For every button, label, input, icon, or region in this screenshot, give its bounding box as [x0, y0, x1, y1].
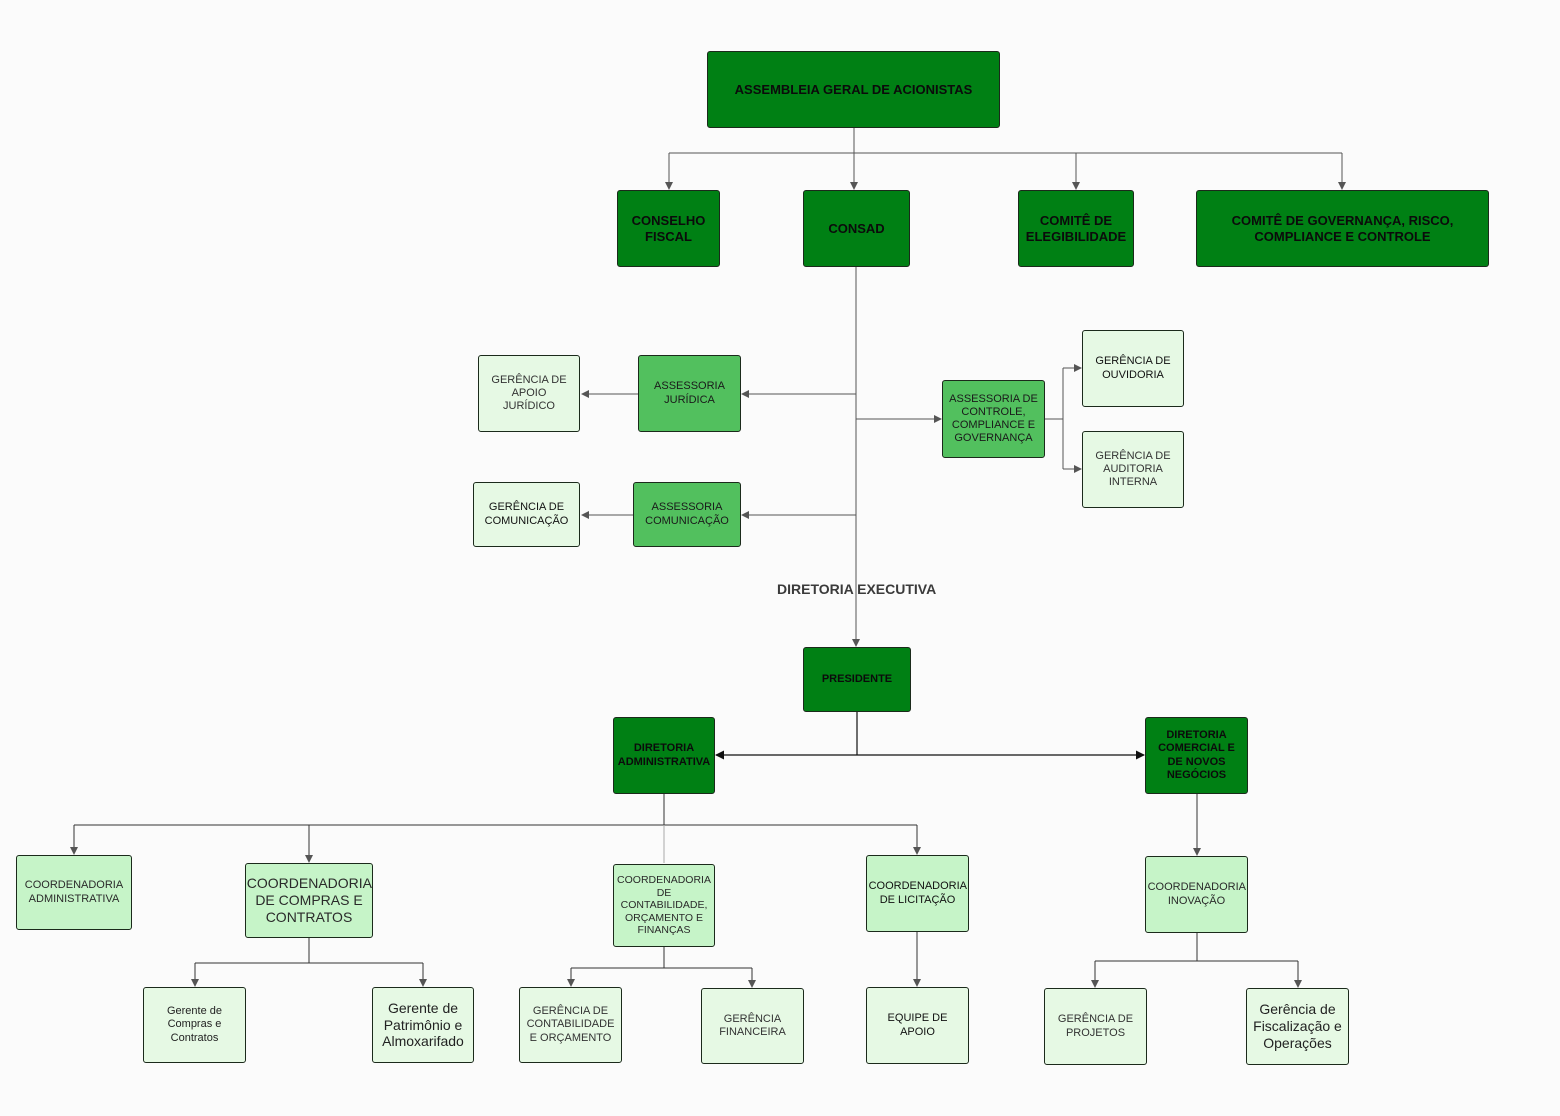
node-label: PRESIDENTE	[821, 672, 893, 685]
node-label: COMITÊ DE GOVERNANÇA, RISCO, COMPLIANCE …	[1231, 212, 1454, 244]
node-assessoria-comunicacao[interactable]: ASSESSORIA COMUNICAÇÃO	[633, 482, 741, 547]
node-coord-administrativa[interactable]: COORDENADORIA ADMINISTRATIVA	[16, 855, 132, 930]
node-label: COORDENADORIA ADMINISTRATIVA	[24, 879, 124, 905]
node-label: GERÊNCIA DE APOIO JURÍDICO	[491, 373, 567, 413]
node-label: GERÊNCIA DE CONTABILIDADE E ORÇAMENTO	[526, 1005, 615, 1044]
node-conselho-fiscal[interactable]: CONSELHO FISCAL	[617, 190, 720, 267]
node-gerencia-fiscalizacao[interactable]: Gerência de Fiscalização e Operações	[1246, 988, 1349, 1065]
node-gerente-patrimonio[interactable]: Gerente de Patrimônio e Almoxarifado	[372, 987, 474, 1063]
node-presidente[interactable]: PRESIDENTE	[803, 647, 911, 712]
node-gerencia-comunicacao[interactable]: GERÊNCIA DE COMUNICAÇÃO	[473, 482, 580, 547]
node-equipe-apoio[interactable]: EQUIPE DE APOIO	[866, 987, 969, 1064]
node-diretoria-administrativa[interactable]: DIRETORIA ADMINISTRATIVA	[613, 717, 715, 794]
node-comite-elegibilidade[interactable]: COMITÊ DE ELEGIBILIDADE	[1018, 190, 1134, 267]
node-gerencia-contabilidade[interactable]: GERÊNCIA DE CONTABILIDADE E ORÇAMENTO	[519, 987, 622, 1063]
node-assembleia[interactable]: ASSEMBLEIA GERAL DE ACIONISTAS	[707, 51, 1000, 128]
node-label: COORDENADORIA DE CONTABILIDADE, ORÇAMENT…	[617, 874, 711, 937]
node-coord-contabilidade[interactable]: COORDENADORIA DE CONTABILIDADE, ORÇAMENT…	[613, 864, 715, 947]
node-label: Gerente de Compras e Contratos	[166, 1005, 223, 1044]
node-gerencia-projetos[interactable]: GERÊNCIA DE PROJETOS	[1044, 988, 1147, 1065]
node-label: EQUIPE DE APOIO	[887, 1012, 948, 1038]
diretoria-executiva-label: DIRETORIA EXECUTIVA	[777, 581, 937, 597]
node-label: GERÊNCIA DE AUDITORIA INTERNA	[1095, 449, 1171, 489]
node-label: ASSEMBLEIA GERAL DE ACIONISTAS	[734, 81, 973, 97]
node-label: Gerente de Patrimônio e Almoxarifado	[382, 999, 464, 1050]
node-label: COORDENADORIA INOVAÇÃO	[1147, 881, 1247, 907]
node-label: COORDENADORIA DE LICITAÇÃO	[868, 880, 968, 906]
node-label: COORDENADORIA DE COMPRAS E CONTRATOS	[246, 875, 372, 925]
node-coord-licitacao[interactable]: COORDENADORIA DE LICITAÇÃO	[866, 855, 969, 932]
node-coord-inovacao[interactable]: COORDENADORIA INOVAÇÃO	[1145, 856, 1248, 933]
node-label: ASSESSORIA DE CONTROLE, COMPLIANCE E GOV…	[949, 392, 1038, 445]
node-coord-compras[interactable]: COORDENADORIA DE COMPRAS E CONTRATOS	[245, 863, 373, 938]
node-diretoria-comercial[interactable]: DIRETORIA COMERCIAL E DE NOVOS NEGÓCIOS	[1145, 717, 1248, 794]
node-gerencia-auditoria[interactable]: GERÊNCIA DE AUDITORIA INTERNA	[1082, 431, 1184, 508]
node-comite-governanca[interactable]: COMITÊ DE GOVERNANÇA, RISCO, COMPLIANCE …	[1196, 190, 1489, 267]
node-gerencia-financeira[interactable]: GERÊNCIA FINANCEIRA	[701, 988, 804, 1064]
node-label: DIRETORIA ADMINISTRATIVA	[617, 742, 711, 768]
node-label: CONSELHO FISCAL	[631, 212, 706, 244]
node-label: GERÊNCIA DE COMUNICAÇÃO	[484, 501, 569, 527]
node-label: CONSAD	[828, 220, 885, 236]
node-assessoria-controle[interactable]: ASSESSORIA DE CONTROLE, COMPLIANCE E GOV…	[942, 380, 1045, 458]
node-label: COMITÊ DE ELEGIBILIDADE	[1025, 212, 1127, 244]
node-label: Gerência de Fiscalização e Operações	[1253, 1001, 1342, 1051]
node-label: ASSESSORIA JURÍDICA	[654, 380, 725, 406]
node-label: GERÊNCIA DE PROJETOS	[1057, 1013, 1134, 1039]
node-assessoria-juridica[interactable]: ASSESSORIA JURÍDICA	[638, 355, 741, 432]
node-gerencia-apoio-juridico[interactable]: GERÊNCIA DE APOIO JURÍDICO	[478, 355, 580, 432]
node-label: ASSESSORIA COMUNICAÇÃO	[645, 501, 729, 527]
node-gerencia-ouvidoria[interactable]: GERÊNCIA DE OUVIDORIA	[1082, 330, 1184, 407]
node-label: GERÊNCIA FINANCEIRA	[719, 1012, 786, 1038]
node-consad[interactable]: CONSAD	[803, 190, 910, 267]
node-label: DIRETORIA COMERCIAL E DE NOVOS NEGÓCIOS	[1158, 729, 1235, 781]
node-gerente-compras[interactable]: Gerente de Compras e Contratos	[143, 987, 246, 1063]
node-label: GERÊNCIA DE OUVIDORIA	[1095, 355, 1171, 381]
